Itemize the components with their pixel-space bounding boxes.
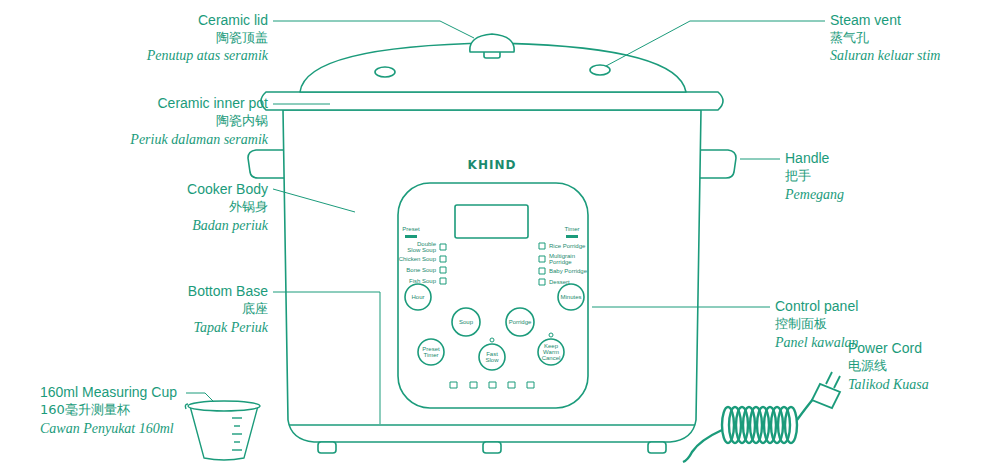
part-name-ms: Tapak Periuk bbox=[193, 320, 268, 337]
button-label: Fast Slow bbox=[481, 351, 503, 364]
part-name: Ceramic inner pot bbox=[158, 95, 269, 112]
part-name-zh: 160毫升测量杯 bbox=[40, 402, 130, 418]
part-name-ms: Talikod Kuasa bbox=[848, 377, 929, 394]
part-name: Control panel bbox=[775, 298, 858, 315]
mode-label: Rice Porridge bbox=[549, 243, 585, 249]
mode-label: Chicken Soup bbox=[399, 256, 436, 262]
panel-label: Preset bbox=[396, 226, 426, 232]
part-name: Handle bbox=[785, 150, 829, 167]
part-name-ms: Penutup atas seramik bbox=[147, 48, 268, 65]
cooker-drawing bbox=[248, 34, 736, 453]
button-label: Keep Warm Cancel bbox=[540, 343, 562, 362]
button-label: Minutes bbox=[559, 294, 583, 300]
mode-label: Bone Soup bbox=[406, 267, 436, 273]
button-label: Preset Timer bbox=[420, 346, 442, 359]
part-name: Cooker Body bbox=[187, 181, 268, 198]
part-name: Bottom Base bbox=[188, 283, 268, 300]
part-name-ms: Cawan Penyukat 160ml bbox=[40, 421, 174, 438]
part-name-zh: 电源线 bbox=[848, 358, 887, 374]
part-name-zh: 蒸气孔 bbox=[830, 30, 869, 46]
part-name: Ceramic lid bbox=[198, 12, 268, 29]
leader-lines bbox=[186, 21, 825, 424]
part-name-ms: Pemegang bbox=[785, 187, 844, 204]
panel-label: Timer bbox=[557, 226, 587, 232]
part-name-zh: 陶瓷内锅 bbox=[216, 113, 268, 129]
part-name-zh: 底座 bbox=[242, 301, 268, 317]
part-name-zh: 外锅身 bbox=[229, 199, 268, 215]
button-label: Soup bbox=[453, 319, 479, 325]
part-name: 160ml Measuring Cup bbox=[40, 384, 177, 401]
mode-label: Dessert bbox=[549, 279, 570, 285]
part-name-ms: Saluran keluar stim bbox=[830, 48, 940, 65]
part-name-zh: 陶瓷顶盖 bbox=[216, 30, 268, 46]
mode-label: Baby Porridge bbox=[549, 268, 587, 274]
mode-label: Fish Soup bbox=[409, 278, 436, 284]
mode-label: Double Slow Soup bbox=[404, 241, 436, 254]
power-cord bbox=[683, 372, 840, 462]
part-name-zh: 控制面板 bbox=[775, 316, 827, 332]
part-name: Power Cord bbox=[848, 340, 922, 357]
mode-label: Multigrain Porridge bbox=[549, 253, 581, 266]
brand-logo: KHIND bbox=[452, 158, 532, 172]
part-name-ms: Badan periuk bbox=[192, 218, 268, 235]
part-name-zh: 把手 bbox=[785, 168, 811, 184]
part-name: Steam vent bbox=[830, 12, 901, 29]
button-label: Porridge bbox=[507, 319, 533, 325]
part-name-ms: Panel kawalan bbox=[775, 335, 859, 352]
measuring-cup bbox=[185, 401, 260, 460]
part-name-ms: Periuk dalaman seramik bbox=[130, 132, 268, 149]
button-label: Hour bbox=[406, 294, 430, 300]
